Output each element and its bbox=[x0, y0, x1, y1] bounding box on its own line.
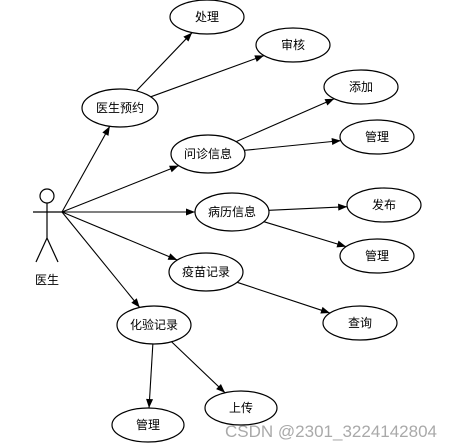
usecase-vaccine: 疫苗记录 bbox=[168, 252, 244, 292]
arrowhead-record_info-record_manage bbox=[336, 240, 347, 248]
usecase-record-manage-label: 管理 bbox=[365, 248, 389, 263]
edge-lab-lab_upload bbox=[171, 341, 226, 394]
usecase-vaccine-query: 查询 bbox=[322, 305, 398, 341]
usecase-record-info-label: 病历信息 bbox=[208, 204, 256, 219]
arrowhead-actor-vaccine bbox=[167, 253, 178, 261]
usecase-consult-add-label: 添加 bbox=[349, 80, 373, 94]
usecase-review: 审核 bbox=[255, 27, 331, 63]
usecase-record-manage: 管理 bbox=[339, 238, 415, 274]
usecase-record-publish: 发布 bbox=[346, 187, 422, 223]
usecase-consult-info: 问诊信息 bbox=[170, 134, 246, 174]
edge-appointment-review bbox=[150, 55, 265, 98]
edge-actor-consult_info bbox=[61, 165, 179, 213]
edge-actor-vaccine bbox=[61, 211, 178, 261]
arrowhead-actor-consult_info bbox=[169, 165, 179, 173]
usecase-lab-manage-label: 管理 bbox=[136, 417, 160, 432]
arrowhead-appointment-handle bbox=[183, 32, 193, 42]
usecase-lab-upload: 上传 bbox=[204, 390, 278, 426]
usecase-lab: 化验记录 bbox=[116, 305, 192, 345]
usecase-lab-label: 化验记录 bbox=[130, 317, 178, 332]
edge-actor-lab bbox=[61, 211, 141, 308]
usecase-consult-manage-label: 管理 bbox=[365, 129, 389, 144]
usecase-lab-upload-label: 上传 bbox=[229, 400, 253, 415]
arrowhead-consult_info-consult_add bbox=[324, 98, 335, 106]
edge-consult_info-consult_manage bbox=[244, 140, 341, 151]
edge-actor-appointment bbox=[61, 126, 111, 213]
arrowhead-appointment-review bbox=[254, 55, 265, 62]
edge-record_info-record_publish bbox=[268, 206, 348, 211]
arrowhead-record_info-record_publish bbox=[338, 203, 348, 211]
usecase-consult-add: 添加 bbox=[323, 69, 399, 105]
actor-label: 医生 bbox=[35, 273, 59, 287]
usecase-record-info: 病历信息 bbox=[194, 192, 270, 232]
usecase-handle: 处理 bbox=[169, 0, 245, 35]
edge-consult_info-consult_add bbox=[235, 98, 335, 143]
actor-head bbox=[39, 188, 55, 204]
arrowhead-consult_info-consult_manage bbox=[331, 138, 341, 146]
usecase-lab-manage: 管理 bbox=[111, 407, 185, 443]
usecase-vaccine-label: 疫苗记录 bbox=[182, 264, 230, 279]
arrowhead-actor-record_info bbox=[186, 208, 195, 216]
edge-appointment-handle bbox=[135, 32, 193, 92]
arrowhead-actor-lab bbox=[131, 298, 140, 308]
watermark: CSDN @2301_3224142804 bbox=[225, 422, 437, 441]
usecase-record-publish-label: 发布 bbox=[372, 197, 396, 212]
edge-vaccine-vaccine_query bbox=[236, 281, 331, 314]
usecase-consult-manage: 管理 bbox=[339, 119, 415, 155]
actor-left-leg bbox=[35, 237, 48, 263]
arrowhead-vaccine-vaccine_query bbox=[320, 306, 330, 314]
edges-layer bbox=[61, 32, 348, 409]
edge-lab-lab_manage bbox=[148, 343, 154, 409]
usecase-appointment-label: 医生预约 bbox=[96, 100, 144, 115]
arrowhead-lab-lab_upload bbox=[216, 384, 226, 393]
usecase-appointment: 医生预约 bbox=[81, 88, 159, 128]
actor-right-leg bbox=[46, 237, 59, 263]
actor-doctor: 医生 bbox=[33, 188, 62, 287]
usecase-handle-label: 处理 bbox=[195, 10, 219, 24]
arrowhead-lab-lab_manage bbox=[146, 398, 154, 409]
usecase-consult-info-label: 问诊信息 bbox=[184, 146, 232, 161]
edge-record_info-record_manage bbox=[263, 221, 347, 248]
usecase-vaccine-query-label: 查询 bbox=[348, 316, 372, 330]
arrowhead-actor-appointment bbox=[102, 126, 110, 136]
usecase-review-label: 审核 bbox=[281, 37, 305, 52]
